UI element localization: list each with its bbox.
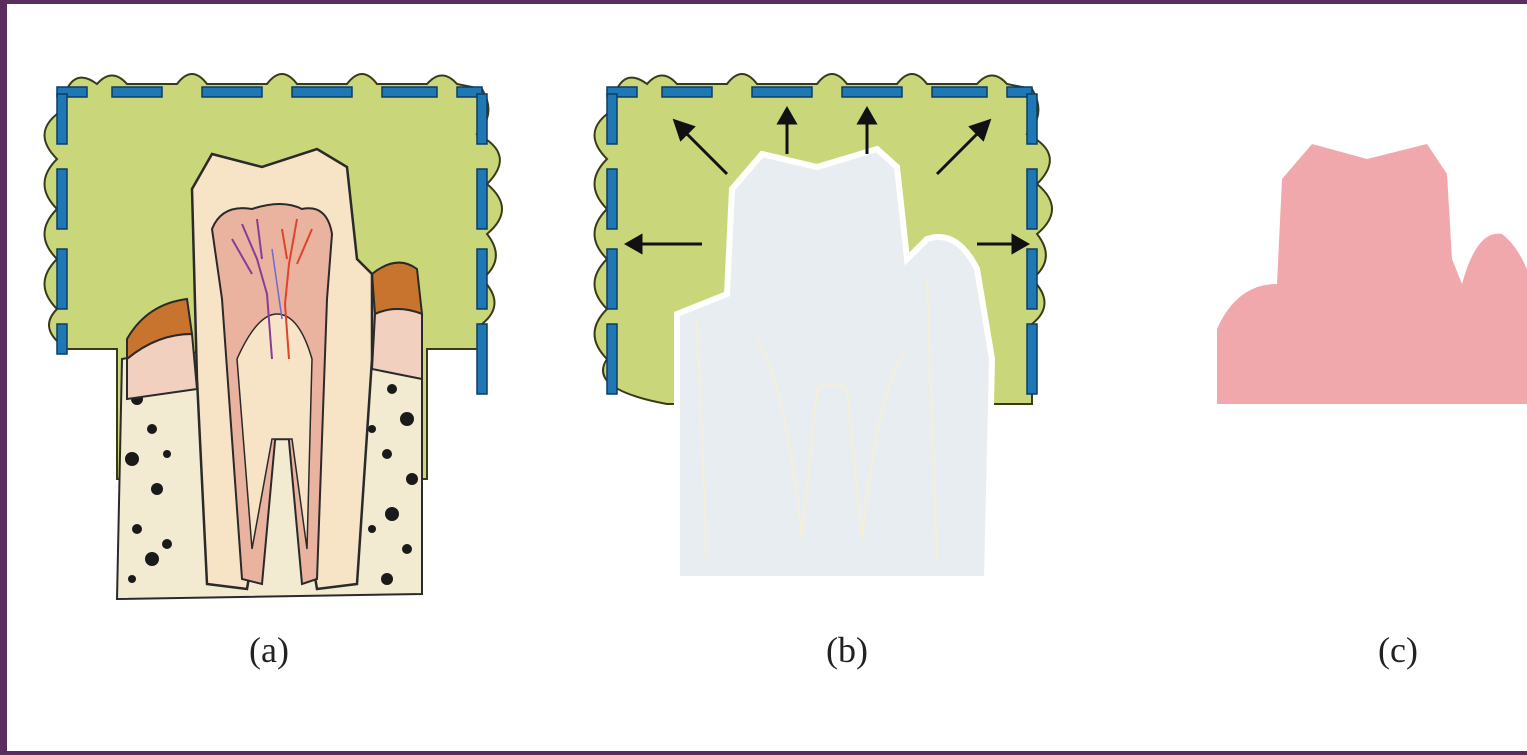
panel-c-illustration: [1197, 59, 1527, 619]
panel-b-illustration: [577, 59, 1097, 619]
panel-b: [577, 59, 1097, 619]
panel-a-illustration: [27, 59, 547, 619]
tooth-cast: [1217, 144, 1527, 404]
caption-a: (a): [209, 629, 329, 671]
caption-b: (b): [787, 629, 907, 671]
panel-c: [1197, 59, 1527, 619]
panel-a: [27, 59, 547, 619]
caption-c: (c): [1338, 629, 1458, 671]
